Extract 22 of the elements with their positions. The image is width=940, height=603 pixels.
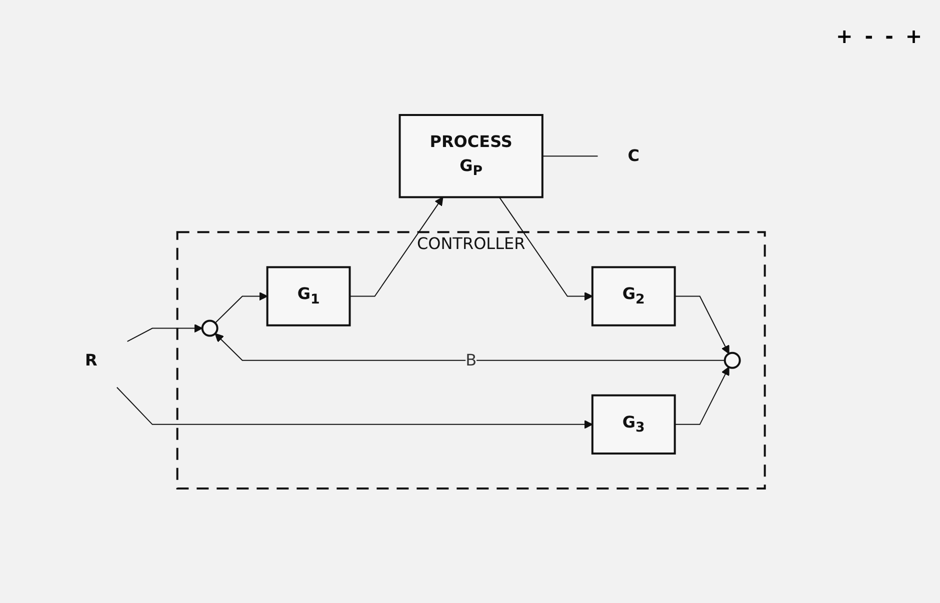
node-text: C [628,146,640,165]
arrow [126,324,203,342]
arrow [674,296,730,354]
sign-label: + [905,24,922,48]
sign-label: + [836,24,853,48]
node-circle [724,352,741,369]
arrow [498,196,593,300]
node-box: PROCESS G$_{P}$ [398,114,544,198]
arrow [214,332,726,361]
arrow [674,366,730,425]
node-box: G$_{1}$ [266,266,351,326]
node-box: G$_{2}$ [591,266,676,326]
edge-label: B [466,350,477,370]
sign-label: - [864,24,874,48]
node-box: G$_{3}$ [591,394,676,454]
arrow [116,386,593,429]
node-circle [201,320,218,337]
arrow [349,196,444,296]
node-text: R [85,350,98,370]
arrow [214,292,268,324]
sign-label: - [885,24,894,48]
connector [542,155,598,156]
